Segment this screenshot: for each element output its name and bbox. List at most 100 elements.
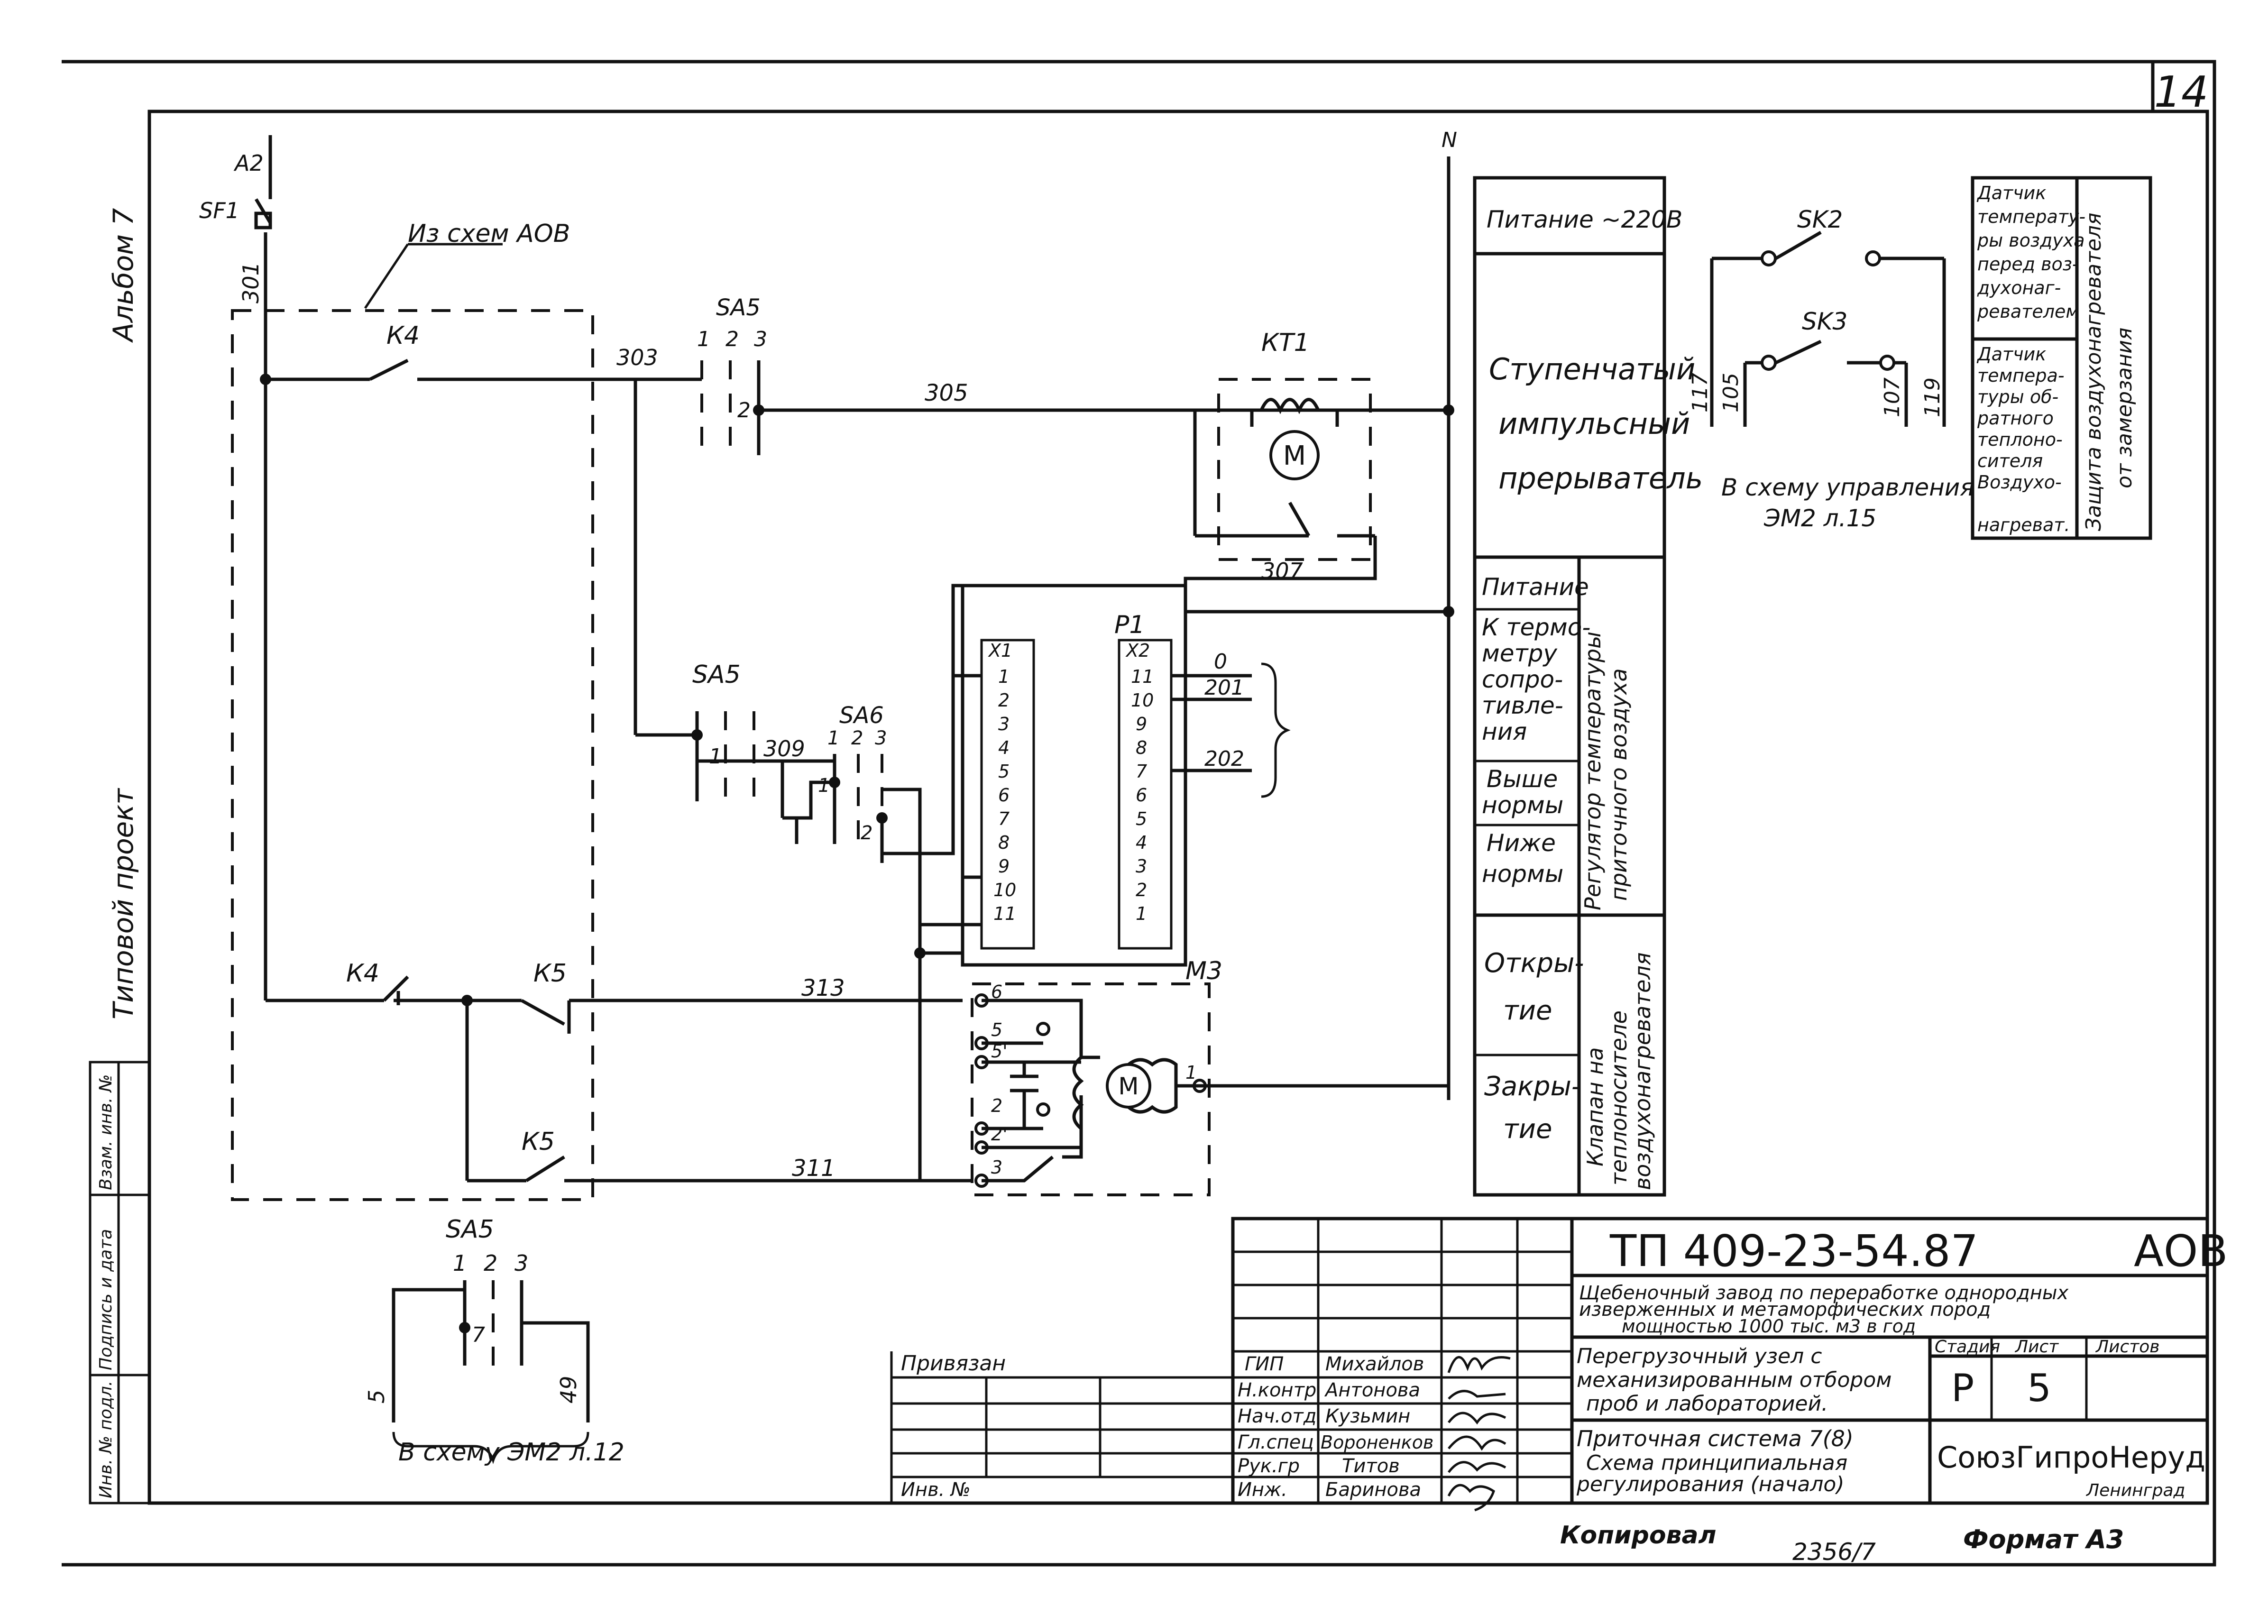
role-nachotd: Нач.отд	[1238, 1405, 1316, 1427]
label-sa5-mid: SA5	[692, 661, 741, 689]
role-glspec: Гл.спец	[1238, 1431, 1314, 1453]
legend-thermo-1: К термо-	[1482, 614, 1590, 641]
legend-below-2: нормы	[1482, 860, 1563, 888]
legend-above-1: Выше	[1487, 765, 1558, 793]
label-sk3: SK3	[1802, 308, 1847, 335]
p1-right-3: 3	[1136, 856, 1147, 877]
label-kt1: КТ1	[1261, 329, 1310, 357]
title-block: Привязан Инв. № ГИП Н.контр Нач.отд Гл.с…	[890, 1217, 2228, 1512]
sensor2-l4: ратного	[1977, 408, 2054, 429]
p1-left-8: 8	[998, 832, 1010, 853]
label-p1: Р1	[1114, 611, 1145, 639]
p1-left-2: 2	[998, 690, 1010, 711]
wire-303: 303	[616, 345, 658, 370]
sensor2-l1: Датчик	[1976, 344, 2046, 365]
title-obj-1: Перегрузочный узел с	[1577, 1344, 1822, 1368]
sheet-frame: 14	[62, 60, 2216, 1567]
label-to-em2-15-2: ЭМ2 л.15	[1763, 505, 1876, 532]
legend-stepper-3: прерыватель	[1498, 461, 1703, 495]
legend-thermo-3: сопро-	[1482, 666, 1563, 693]
m3-t2: 2	[991, 1095, 1002, 1116]
label-to-em2-12: В схему ЭМ2 л.12	[398, 1438, 624, 1467]
schematic: А2 SF1 301 Из схем АОВ К4 303 SA5 1 2 3 …	[199, 128, 1457, 1467]
sensor2-l5: теплоно-	[1977, 429, 2063, 450]
legend-above-2: нормы	[1482, 791, 1563, 819]
stage-value: Р	[1951, 1366, 1974, 1410]
m3-motor: М	[1118, 1073, 1139, 1100]
name-kuzmin: Кузьмин	[1325, 1405, 1410, 1427]
p1-right-10: 10	[1131, 690, 1154, 711]
legend-close-2: тие	[1503, 1114, 1552, 1145]
sensor-box: Датчик температу- ры воздуха перед воз- …	[1971, 176, 2152, 540]
label-m3: М3	[1185, 957, 1222, 985]
sensor2-l6: сителя	[1977, 450, 2043, 471]
legend-open-1: Откры-	[1484, 948, 1584, 979]
wire-305: 305	[925, 380, 968, 406]
kt1-motor: М	[1283, 440, 1306, 471]
wire-119: 119	[1920, 377, 1945, 417]
sensor1-l6: ревателем	[1977, 301, 2079, 322]
sensor1-l2: температу-	[1977, 206, 2085, 227]
sheet-value: 5	[2027, 1366, 2051, 1410]
legend-power: Питание ~220В	[1487, 206, 1682, 233]
wire-201: 201	[1204, 676, 1244, 700]
p1-right-9: 9	[1136, 714, 1147, 734]
wire-301: 301	[238, 262, 264, 303]
sa5-top-pos3: 3	[754, 327, 767, 351]
sensor1-l1: Датчик	[1976, 183, 2046, 203]
legend-stepper-1: Ступенчатый	[1489, 352, 1695, 386]
format-label: Формат А3	[1963, 1524, 2124, 1554]
inv-no-label: Инв. №	[901, 1479, 971, 1501]
p1-right-5: 5	[1136, 808, 1147, 829]
protection-l1: Защита воздухонагревателя	[2082, 213, 2106, 532]
sa5-top-contact: 2	[737, 398, 751, 422]
sheets-label: Листов	[2095, 1337, 2159, 1357]
title-sheet-1: Приточная система 7(8)	[1577, 1426, 1854, 1451]
org-name: СоюзГипроНеруд	[1937, 1440, 2205, 1475]
sa5-bottom-pos3: 3	[514, 1250, 528, 1276]
m3-t5: 5	[991, 1019, 1002, 1040]
bottom-notes: Копировал 2356/7 Формат А3	[1560, 1521, 2124, 1566]
label-sa6: SA6	[839, 702, 884, 729]
p1-right-4: 4	[1136, 832, 1147, 853]
label-to-em2-15-1: В схему управления	[1721, 474, 1974, 501]
signature-grid: Привязан Инв. № ГИП Н.контр Нач.отд Гл.с…	[890, 1219, 1572, 1512]
p1-left-9: 9	[998, 856, 1010, 877]
p1-left-10: 10	[993, 880, 1016, 900]
sensor2-l2: темпера-	[1977, 365, 2065, 386]
tied-label: Привязан	[901, 1351, 1006, 1376]
label-n: N	[1442, 128, 1457, 152]
title-desc-2: изверженных и метаморфических пород	[1579, 1299, 1991, 1321]
wire-5: 5	[364, 1390, 389, 1404]
sa6-pos2: 2	[851, 727, 863, 749]
stage-label: Стадия	[1935, 1337, 2000, 1357]
legend-thermo-2: метру	[1482, 640, 1558, 667]
order-number: 2356/7	[1792, 1538, 1876, 1566]
label-k5-bottom: К5	[522, 1128, 555, 1156]
wire-0: 0	[1214, 650, 1227, 674]
m3-t1: 1	[1185, 1062, 1197, 1083]
wire-117: 117	[1688, 373, 1712, 413]
sa5-top-pos2: 2	[725, 327, 739, 351]
p1-right-8: 8	[1136, 737, 1147, 758]
wire-309: 309	[763, 736, 805, 762]
label-k5-mid: К5	[533, 959, 567, 988]
sensor2-l7: Воздухо-	[1977, 472, 2062, 493]
wire-307: 307	[1261, 558, 1303, 584]
title-obj-3: проб и лабораторией.	[1586, 1392, 1828, 1416]
wire-202: 202	[1204, 747, 1244, 771]
p1-right-11: 11	[1131, 666, 1154, 687]
m3-terminals: 6 5 5' 2 2' 3 1	[974, 982, 1207, 1188]
p1-right-2: 2	[1136, 880, 1147, 900]
legend-valve-caption-3: воздухонагревателя	[1630, 952, 1655, 1190]
p1-left-6: 6	[998, 785, 1010, 806]
margin-stamp: Инв. № подл. Подпись и дата Взам. инв. №…	[89, 208, 151, 1505]
title-desc-3: мощностью 1000 тыс. м3 в год	[1622, 1316, 1916, 1337]
p1-left-terminals: 1 2 3 4 5 6 7 8 9 10 11	[993, 666, 1016, 924]
label-sf1: SF1	[199, 198, 239, 223]
name-antonova: Антонова	[1324, 1379, 1420, 1401]
p1-x2: Х2	[1125, 640, 1150, 661]
legend-valve-caption-2: теплоносителе	[1606, 1010, 1632, 1185]
wire-49: 49	[556, 1376, 581, 1404]
